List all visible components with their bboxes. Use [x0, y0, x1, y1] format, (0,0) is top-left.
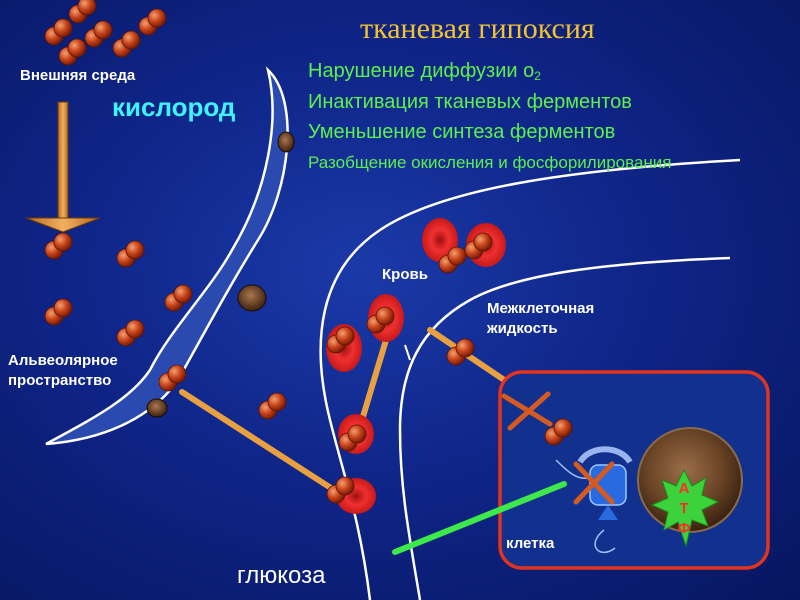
- inflow-arrow-head: [26, 218, 100, 232]
- interstitial-label-line2: жидкость: [487, 320, 558, 337]
- oxygen-atom: [78, 0, 96, 15]
- oxygen-molecule: [69, 0, 96, 23]
- oxygen-molecule: [45, 233, 72, 259]
- oxygen-atom: [126, 320, 144, 338]
- cause-uncoupling: Разобщение окисления и фосфорилирования: [308, 153, 671, 173]
- oxygen-atom: [54, 19, 72, 37]
- oxygen-molecule: [117, 320, 144, 346]
- epithelium-nucleus: [147, 399, 167, 417]
- oxygen-atom: [554, 419, 572, 437]
- oxygen-atom: [336, 327, 354, 345]
- cause-enzyme-inactivation: Инактивация тканевых ферментов: [308, 91, 632, 114]
- cause-diffusion: Нарушение диффузии о2: [308, 60, 541, 83]
- oxygen-atom: [336, 477, 354, 495]
- oxygen-atom: [348, 425, 366, 443]
- oxygen-atom: [268, 393, 286, 411]
- oxygen-atom: [456, 339, 474, 357]
- oxygen-atom: [148, 9, 166, 27]
- oxygen-molecule: [259, 393, 286, 419]
- atp-letter-t: Т: [677, 500, 691, 517]
- alveolar-label-line2: пространство: [8, 372, 111, 389]
- interstitial-label-line1: Межклеточная: [487, 300, 594, 317]
- inflow-arrow-shaft: [58, 102, 68, 220]
- oxygen-molecule: [113, 31, 140, 57]
- oxygen-atom: [54, 299, 72, 317]
- oxygen-molecule: [45, 299, 72, 325]
- oxygen-atom: [94, 21, 112, 39]
- alveolar-label-line1: Альвеолярное: [8, 352, 118, 369]
- outer-env-label: Внешняя среда: [20, 67, 135, 84]
- oxygen-atom: [168, 365, 186, 383]
- atp-letter-f: Ф: [677, 520, 691, 537]
- oxygen-atom: [68, 39, 86, 57]
- oxygen-atom: [54, 233, 72, 251]
- blood-label: Кровь: [382, 266, 428, 283]
- oxygen-atom: [448, 247, 466, 265]
- oxygen-molecule: [85, 21, 112, 47]
- oxygen-molecule: [139, 9, 166, 35]
- oxygen-atom: [474, 233, 492, 251]
- epithelium-nucleus: [278, 132, 294, 152]
- diffusion-bar: [182, 392, 334, 490]
- oxygen-molecule: [117, 241, 144, 267]
- oxygen-molecule: [59, 39, 86, 65]
- oxygen-molecule: [165, 285, 192, 311]
- glucose-label: глюкоза: [237, 562, 325, 590]
- oxygen-label: кислород: [112, 92, 235, 123]
- diffusion-bar: [362, 340, 386, 420]
- oxygen-atom: [174, 285, 192, 303]
- cell-label: клетка: [506, 535, 554, 552]
- subscript: 2: [534, 69, 541, 83]
- oxygen-atom: [376, 307, 394, 325]
- oxygen-molecule: [45, 19, 72, 45]
- oxygen-atom: [122, 31, 140, 49]
- oxygen-atom: [126, 241, 144, 259]
- cause-enzyme-synthesis: Уменьшение синтеза ферментов: [308, 121, 615, 144]
- epithelium-nucleus: [238, 285, 266, 311]
- diagram-title: тканевая гипоксия: [360, 12, 595, 46]
- atp-letter-a: А: [677, 480, 691, 497]
